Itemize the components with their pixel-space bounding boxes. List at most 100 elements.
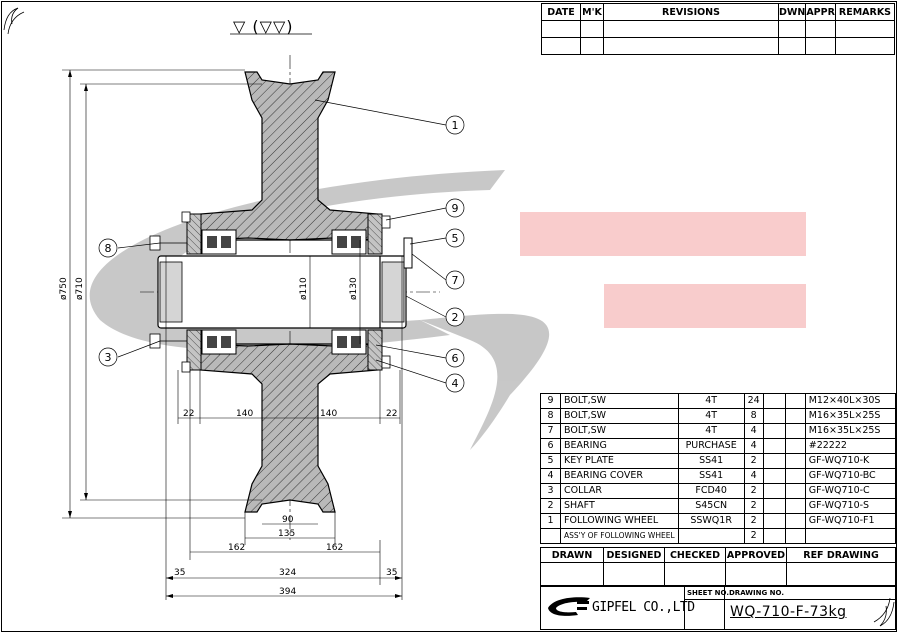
bom-material: FCD40 <box>677 483 745 499</box>
bom-blank <box>784 423 806 439</box>
drawing-no-label: DRAWING NO. <box>729 589 784 597</box>
rev-header-remarks: REMARKS <box>834 3 896 21</box>
sign-designed: DESIGNED <box>603 547 665 563</box>
bom-qty: 4 <box>743 423 764 439</box>
title-block: SHEET NO. DRAWING NO. <box>540 586 896 630</box>
shaft <box>157 255 407 329</box>
bom-spec: GF-WQ710-C <box>804 483 897 499</box>
bom-no: 5 <box>540 453 561 469</box>
dim-750: ø750 <box>59 277 69 300</box>
bom-no: 2 <box>540 498 561 514</box>
bom-material: 4T <box>677 423 745 439</box>
bom-qty: 2 <box>743 513 764 529</box>
bom-material: SSWQ1R <box>677 513 745 529</box>
balloon-4-label: 4 <box>452 377 459 390</box>
bom-spec: M16×35L×25S <box>804 408 897 424</box>
bom-no: 8 <box>540 408 561 424</box>
bom-no: 9 <box>540 393 561 409</box>
bom-qty: 4 <box>743 438 764 454</box>
bom-material: 4T <box>677 393 745 409</box>
revision-table: DATE M'K REVISIONS DWN APPR REMARKS <box>541 3 896 55</box>
sign-approved: APPROVED <box>725 547 787 563</box>
part-balloons <box>98 99 465 393</box>
dim-22-right: 22 <box>386 409 397 419</box>
dim-90: 90 <box>282 515 294 525</box>
bom-spec: GF-WQ710-K <box>804 453 897 469</box>
bom-blank <box>762 483 786 499</box>
bom-name: KEY PLATE <box>560 453 679 469</box>
bom-material: 4T <box>677 408 745 424</box>
company-name: GIPFEL CO.,LTD <box>592 600 695 615</box>
dim-394: 394 <box>279 587 296 597</box>
rev-header-appr: APPR <box>805 3 836 21</box>
bom-no: 1 <box>540 513 561 529</box>
approval-table: DRAWN DESIGNED CHECKED APPROVED REF DRAW… <box>540 547 896 586</box>
bom-name: ASS'Y OF FOLLOWING WHEEL <box>560 528 679 544</box>
sign-checked: CHECKED <box>664 547 726 563</box>
dim-35-left: 35 <box>174 568 185 578</box>
bom-qty: 2 <box>743 483 764 499</box>
rev-row <box>541 37 896 55</box>
dimension-arrows <box>68 70 402 598</box>
bolts <box>149 211 391 373</box>
balloon-4 <box>445 373 465 393</box>
bom-no: 3 <box>540 483 561 499</box>
bom-blank <box>784 408 806 424</box>
drawing-number: WQ-710-F-73kg <box>730 604 847 620</box>
bom-blank <box>784 453 806 469</box>
bom-material: SS41 <box>677 453 745 469</box>
bom-blank <box>762 393 786 409</box>
dim-22-left: 22 <box>183 409 194 419</box>
bom-name: BOLT,SW <box>560 408 679 424</box>
balloon-3-label: 3 <box>105 351 112 364</box>
bom-no: 4 <box>540 468 561 484</box>
bom-blank <box>762 453 786 469</box>
sign-drawn: DRAWN <box>540 547 604 563</box>
rev-header-revisions: REVISIONS <box>603 3 779 21</box>
balloon-5 <box>445 228 465 248</box>
bom-material: SS41 <box>677 468 745 484</box>
bom-name: FOLLOWING WHEEL <box>560 513 679 529</box>
bom-blank <box>762 498 786 514</box>
bom-no <box>540 528 561 544</box>
balloon-1-label: 1 <box>452 119 459 132</box>
bom-blank <box>784 468 806 484</box>
bom-blank <box>762 528 786 544</box>
bom-material: S45CN <box>677 498 745 514</box>
balloon-9-label: 9 <box>452 202 459 215</box>
balloon-5-label: 5 <box>452 232 459 245</box>
bom-material: PURCHASE <box>677 438 745 454</box>
balloon-8 <box>98 238 118 258</box>
dim-162-left: 162 <box>228 543 245 553</box>
rev-header-date: DATE <box>541 3 581 21</box>
dim-324: 324 <box>279 568 296 578</box>
bom-blank <box>784 483 806 499</box>
rev-header-dwn: DWN <box>777 3 807 21</box>
balloon-2-label: 2 <box>452 311 459 324</box>
balloon-2 <box>445 307 465 327</box>
balloon-7-label: 7 <box>452 274 459 287</box>
bom-name: BEARING <box>560 438 679 454</box>
gipfel-logo-icon <box>548 597 590 616</box>
balloon-6-label: 6 <box>452 352 459 365</box>
dim-162-right: 162 <box>326 543 343 553</box>
balloon-7 <box>445 270 465 290</box>
bom-blank <box>762 408 786 424</box>
balloon-8-label: 8 <box>105 242 112 255</box>
bom-name: BOLT,SW <box>560 423 679 439</box>
bom-spec: M16×35L×25S <box>804 423 897 439</box>
dimension-lines <box>62 69 403 600</box>
bom-blank <box>784 438 806 454</box>
bom-spec: M12×40L×30S <box>804 393 897 409</box>
balloon-1 <box>445 115 465 135</box>
